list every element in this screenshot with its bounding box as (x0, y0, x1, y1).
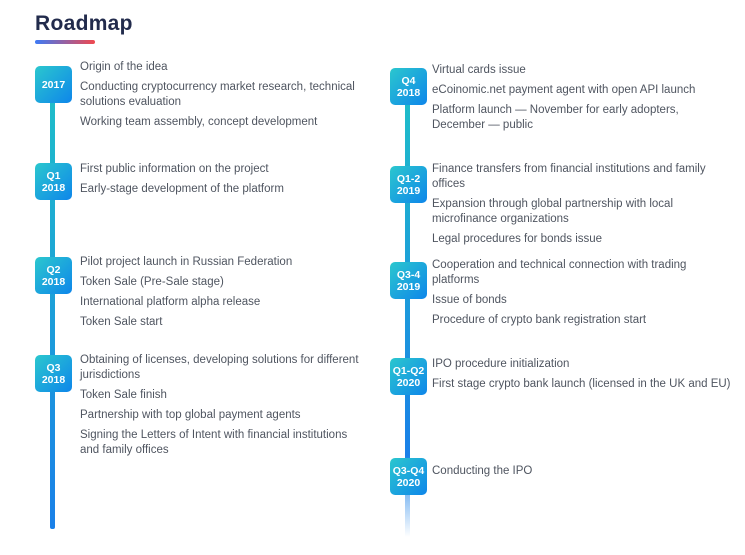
milestone-item: Finance transfers from financial institu… (432, 163, 706, 190)
badge-line: 2018 (41, 181, 66, 194)
milestone-date-badge: 2017 (35, 66, 72, 103)
badge-line: Q1 (46, 169, 61, 182)
milestone-item: First stage crypto bank launch (licensed… (432, 378, 731, 390)
milestone-item: Early-stage development of the platform (80, 183, 284, 195)
badge-line: Q1-Q2 (392, 364, 425, 377)
milestone-item: Token Sale finish (80, 389, 167, 401)
milestone-item: First public information on the project (80, 163, 269, 175)
milestone-item: Obtaining of licenses, developing soluti… (80, 354, 359, 381)
badge-line: 2018 (41, 275, 66, 288)
badge-line: Q2 (46, 263, 61, 276)
milestone-item: Expansion through global partnership wit… (432, 198, 674, 225)
badge-line: 2019 (396, 184, 421, 197)
badge-line: Q3-4 (396, 268, 421, 281)
milestone-item: Pilot project launch in Russian Federati… (80, 256, 293, 268)
badge-line: 2017 (41, 78, 66, 91)
title-underline (35, 40, 95, 44)
milestone-item: Token Sale start (80, 316, 163, 328)
milestone-items: Obtaining of licenses, developing soluti… (80, 353, 375, 458)
milestone-item: IPO procedure initialization (432, 358, 570, 370)
milestone-item: Token Sale (Pre-Sale stage) (80, 276, 224, 288)
timeline-stem-right (405, 84, 410, 537)
milestone-items: Cooperation and technical connection wit… (432, 258, 734, 328)
badge-line: Q3-Q4 (392, 464, 425, 477)
badge-line: 2018 (41, 373, 66, 386)
milestone-item: Procedure of crypto bank registration st… (432, 314, 647, 326)
badge-line: 2019 (396, 280, 421, 293)
milestone-item: Virtual cards issue (432, 64, 526, 76)
page-title: Roadmap (35, 12, 133, 35)
badge-line: 2020 (396, 376, 421, 389)
milestone-item: Signing the Letters of Intent with finan… (80, 429, 348, 456)
badge-line: 2018 (396, 86, 421, 99)
milestone-items: Finance transfers from financial institu… (432, 162, 734, 247)
badge-line: Q1-2 (396, 172, 421, 185)
milestone-item: Legal procedures for bonds issue (432, 233, 603, 245)
timeline-stem-left (50, 80, 55, 529)
badge-line: 2020 (396, 476, 421, 489)
milestone-item: eCoinomic.net payment agent with open AP… (432, 84, 696, 96)
milestone-item: Conducting cryptocurrency market researc… (80, 81, 355, 108)
milestone-items: Conducting the IPO (432, 464, 734, 479)
milestone-item: Conducting the IPO (432, 465, 533, 477)
milestone-item: Partnership with top global payment agen… (80, 409, 301, 421)
milestone-item: Issue of bonds (432, 294, 507, 306)
milestone-item: International platform alpha release (80, 296, 261, 308)
milestone-item: Origin of the idea (80, 61, 168, 73)
milestone-items: Pilot project launch in Russian Federati… (80, 255, 375, 330)
milestone-items: Virtual cards issue eCoinomic.net payment… (432, 63, 734, 133)
badge-line: Q3 (46, 361, 61, 374)
badge-line: Q4 (401, 74, 416, 87)
milestone-item: Platform launch — November for early ado… (432, 104, 679, 131)
milestone-item: Cooperation and technical connection wit… (432, 259, 687, 286)
milestone-item: Working team assembly, concept developme… (80, 116, 318, 128)
